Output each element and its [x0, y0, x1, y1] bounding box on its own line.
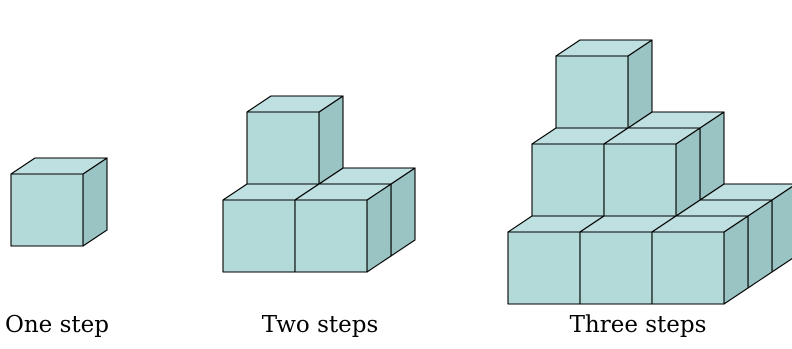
staircase-two-steps [222, 95, 416, 273]
cube-front-face [603, 143, 677, 217]
cube-front-face [294, 199, 368, 273]
cube-front-face [10, 173, 84, 247]
cube-front-face [507, 231, 581, 305]
caption-one-step: One step [5, 312, 109, 338]
cube-front-face [579, 231, 653, 305]
staircase-one-step [10, 157, 108, 247]
cube-front-face [651, 231, 725, 305]
cube-front-face [222, 199, 296, 273]
staircase-three-steps [507, 39, 792, 305]
caption-three-steps: Three steps [569, 312, 707, 338]
cube-front-face [246, 111, 320, 185]
cube-front-face [555, 55, 629, 129]
cube-front-face [531, 143, 605, 217]
caption-two-steps: Two steps [261, 312, 379, 338]
